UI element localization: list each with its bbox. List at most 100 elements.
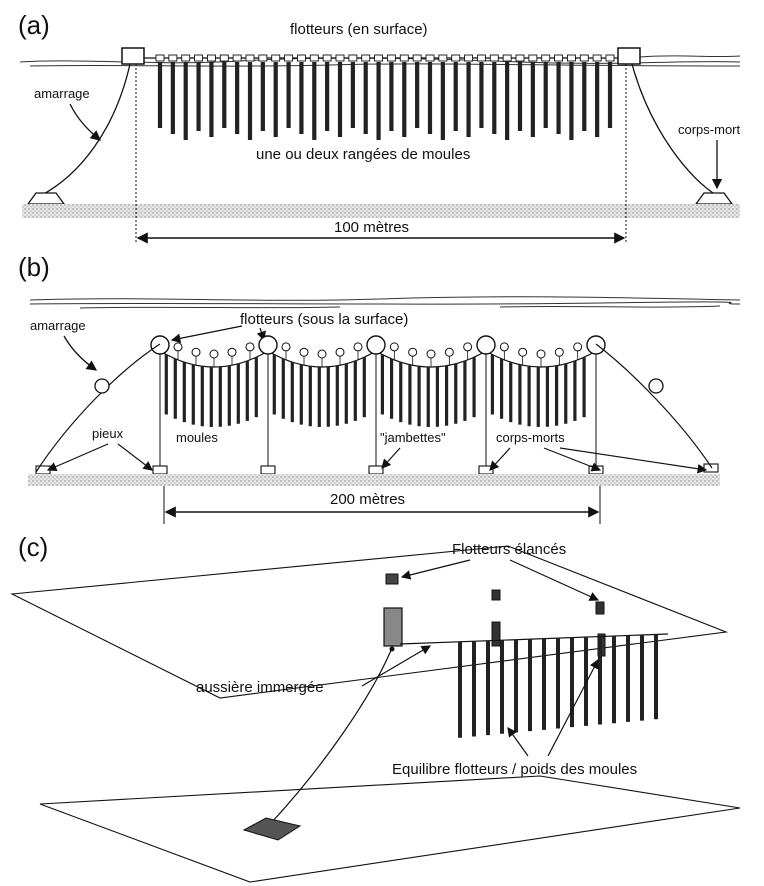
panel-b-legs-arrow [381, 447, 401, 469]
panel-b-small-float [444, 347, 454, 357]
panel-c-headline [399, 633, 669, 645]
panel-b-deadweight [588, 465, 604, 475]
panel-b-floats-arrow-1 [170, 325, 243, 344]
panel-b-floats-label: flotteurs (sous la surface) [240, 311, 408, 328]
panel-b-small-float [209, 349, 219, 359]
panel-a-small-float [451, 54, 461, 62]
panel-b-sea-surface [29, 296, 741, 309]
panel-b-mooring-float-right [648, 378, 664, 394]
panel-b-small-float [191, 347, 201, 357]
panel-b-small-float [317, 349, 327, 359]
panel-a-deadweight-left [26, 192, 66, 205]
panel-c-cable-attach [389, 646, 395, 652]
panel-a-small-float [605, 54, 615, 62]
panel-c: (c) Flotteurs élancés aussière immergée … [10, 532, 741, 883]
panel-a-small-float [348, 54, 358, 62]
panel-a: (a) flotteurs (en surface) une ou deux r… [18, 10, 741, 244]
panel-a-small-float [566, 54, 576, 62]
panel-b-small-float [554, 347, 564, 357]
panel-a-small-float [412, 54, 422, 62]
panel-a-small-float [502, 54, 512, 62]
panel-b-legs-label: "jambettes" [380, 430, 446, 445]
panel-c-letter: (c) [18, 532, 48, 562]
panel-a-small-float [579, 54, 589, 62]
panel-a-small-float [554, 54, 564, 62]
panel-a-small-float [541, 54, 551, 62]
panel-b-deadweight [260, 465, 276, 475]
panel-b-small-float [353, 342, 363, 352]
panel-a-small-floats [155, 54, 615, 62]
panel-b-letter: (b) [18, 252, 50, 282]
panel-a-small-float [284, 54, 294, 62]
panel-b-small-float [173, 342, 183, 352]
panel-c-balance-arrow-2 [547, 658, 599, 757]
panel-c-anchor-block [242, 817, 302, 841]
panel-b-deadweights-arrow-2 [543, 447, 602, 472]
panel-c-float-sub-2 [491, 621, 501, 647]
panel-c-balance-arrow-1 [507, 727, 529, 757]
panel-c-submerged-cable [271, 647, 393, 823]
panel-a-mooring-label: amarrage [34, 86, 90, 101]
panel-b-small-float [463, 342, 473, 352]
panel-b-deadweight [478, 465, 494, 475]
panel-b-small-float [227, 347, 237, 357]
panel-b-mooring-label: amarrage [30, 318, 86, 333]
panel-b-main-float [258, 335, 278, 355]
panel-b-small-float [335, 347, 345, 357]
panel-c-floats-arrow-2 [509, 559, 600, 601]
panel-a-small-float [194, 54, 204, 62]
panel-a-small-float [476, 54, 486, 62]
panel-a-letter: (a) [18, 10, 50, 40]
panel-c-balance-label: Equilibre flotteurs / poids des moules [392, 761, 637, 778]
panel-b-pile-right [703, 463, 719, 473]
panel-b-deadweights-arrow-1 [489, 447, 511, 471]
panel-a-mooring-line-right [631, 63, 719, 197]
panel-a-small-float [181, 54, 191, 62]
panel-c-float-1 [385, 573, 399, 585]
panel-a-small-float [232, 54, 242, 62]
panel-a-mooring-line-left [39, 63, 131, 197]
panel-c-float-2 [491, 589, 501, 601]
panel-a-floats-label: flotteurs (en surface) [290, 21, 428, 38]
panel-a-small-float [438, 54, 448, 62]
panel-c-seabed-plane [39, 775, 741, 883]
panel-a-small-float [155, 54, 165, 62]
panel-a-small-float [464, 54, 474, 62]
panel-b-pile-left [35, 465, 51, 475]
panel-a-small-float [335, 54, 345, 62]
panel-b-small-float [573, 342, 583, 352]
panel-c-cable-label: aussière immergée [196, 679, 324, 696]
panel-b-main-float [476, 335, 496, 355]
panel-a-small-float [592, 54, 602, 62]
panel-a-small-float [322, 54, 332, 62]
panel-b-piles-arrow-1 [46, 443, 109, 472]
panel-a-small-float [515, 54, 525, 62]
panel-b-deadweight [152, 465, 168, 475]
panel-a-small-float [245, 54, 255, 62]
panel-b-span-label: 200 mètres [330, 491, 405, 508]
panel-b-mooring-line-left [35, 343, 161, 473]
panel-c-cable-arrow [361, 645, 432, 687]
panel-a-mussels-label: une ou deux rangées de moules [256, 146, 470, 163]
panel-b-small-float [408, 347, 418, 357]
panel-b-longline [35, 335, 719, 475]
panel-c-floats-arrow-1 [400, 559, 471, 580]
panel-c-mussel-ropes [458, 634, 658, 738]
panel-a-end-float-left [121, 47, 145, 65]
panel-c-float-3 [595, 601, 605, 615]
panel-b-main-float [586, 335, 606, 355]
panel-b-small-float [536, 349, 546, 359]
panel-a-small-float [271, 54, 281, 62]
panel-a-small-float [361, 54, 371, 62]
panel-a-small-float [399, 54, 409, 62]
panel-a-small-float [168, 54, 178, 62]
panel-a-small-float [206, 54, 216, 62]
panel-b-small-float [299, 347, 309, 357]
panel-b-deadweight [368, 465, 384, 475]
panel-b-mussels-label: moules [176, 430, 218, 445]
panel-a-small-float [374, 54, 384, 62]
panel-a-small-float [425, 54, 435, 62]
panel-b-small-float [518, 347, 528, 357]
panel-a-small-float [258, 54, 268, 62]
panel-b-piles-arrow-2 [117, 443, 153, 471]
